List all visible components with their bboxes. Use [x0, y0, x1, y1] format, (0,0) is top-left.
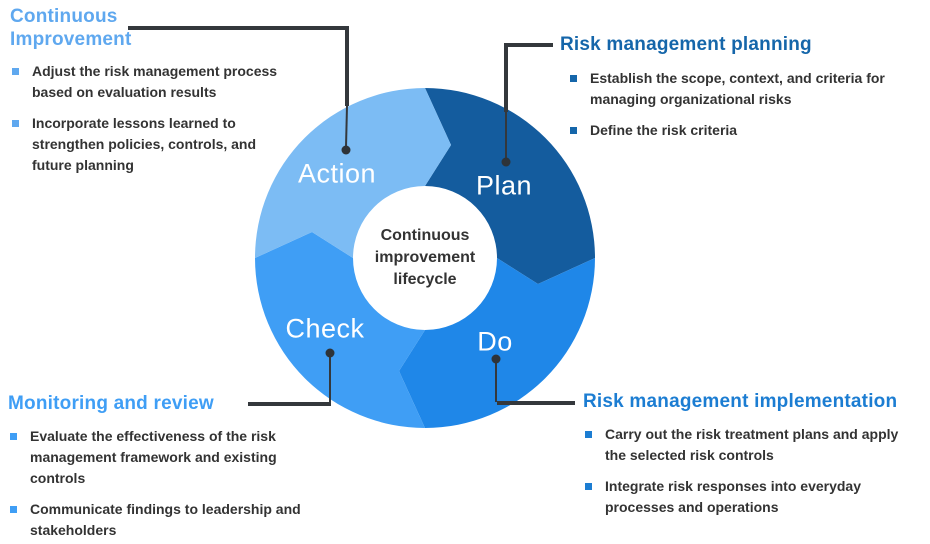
bullet-list-risk-management-planning: Establish the scope, context, and criter… [568, 68, 918, 141]
bullet-item: Communicate findings to leadership and s… [8, 499, 308, 541]
center-line-2: improvement [374, 249, 476, 266]
section-title-risk-management-planning: Risk management planning [560, 34, 812, 55]
section-continuous-improvement: Continuous Improvement Adjust the risk m… [10, 5, 295, 186]
segment-label-check: Check [285, 313, 365, 344]
bullet-item: Adjust the risk management process based… [10, 61, 288, 103]
center-line-3: lifecycle [393, 271, 457, 288]
section-risk-management-implementation: Risk management implementation Carry out… [583, 390, 923, 528]
segment-plan [425, 88, 595, 284]
bullet-list-risk-management-implementation: Carry out the risk treatment plans and a… [583, 424, 918, 518]
bullet-item: Establish the scope, context, and criter… [568, 68, 918, 110]
segment-action [255, 88, 451, 258]
segment-label-do: Do [477, 326, 513, 357]
section-risk-management-planning: Risk management planning Establish the s… [560, 33, 920, 151]
pin-dot-plan [501, 157, 511, 167]
section-monitoring-and-review: Monitoring and review Evaluate the effec… [8, 392, 313, 544]
connector-risk-management-planning [504, 43, 553, 112]
bullet-item: Integrate risk responses into everyday p… [583, 476, 918, 518]
section-title-continuous-improvement: Continuous Improvement [10, 6, 132, 50]
pin-dot-do [491, 354, 501, 364]
bullet-item: Define the risk criteria [568, 120, 918, 141]
bullet-item: Incorporate lessons learned to strengthe… [10, 113, 288, 176]
pin-dot-check [325, 348, 335, 358]
cycle-center-caption: Continuous improvement lifecycle [350, 225, 500, 291]
section-title-risk-management-implementation: Risk management implementation [583, 391, 898, 412]
bullet-list-monitoring-and-review: Evaluate the effectiveness of the risk m… [8, 426, 308, 541]
section-title-monitoring-and-review: Monitoring and review [8, 393, 214, 414]
center-line-1: Continuous [380, 227, 470, 244]
bullet-item: Evaluate the effectiveness of the risk m… [8, 426, 308, 489]
segment-do [399, 258, 595, 428]
pin-action [345, 105, 348, 148]
pin-dot-action [341, 145, 351, 155]
segment-label-plan: Plan [475, 170, 533, 201]
segment-check [255, 232, 425, 428]
bullet-item: Carry out the risk treatment plans and a… [583, 424, 918, 466]
bullet-list-continuous-improvement: Adjust the risk management process based… [10, 61, 288, 176]
segment-label-action: Action [297, 158, 377, 189]
connector-continuous-improvement [128, 26, 349, 106]
